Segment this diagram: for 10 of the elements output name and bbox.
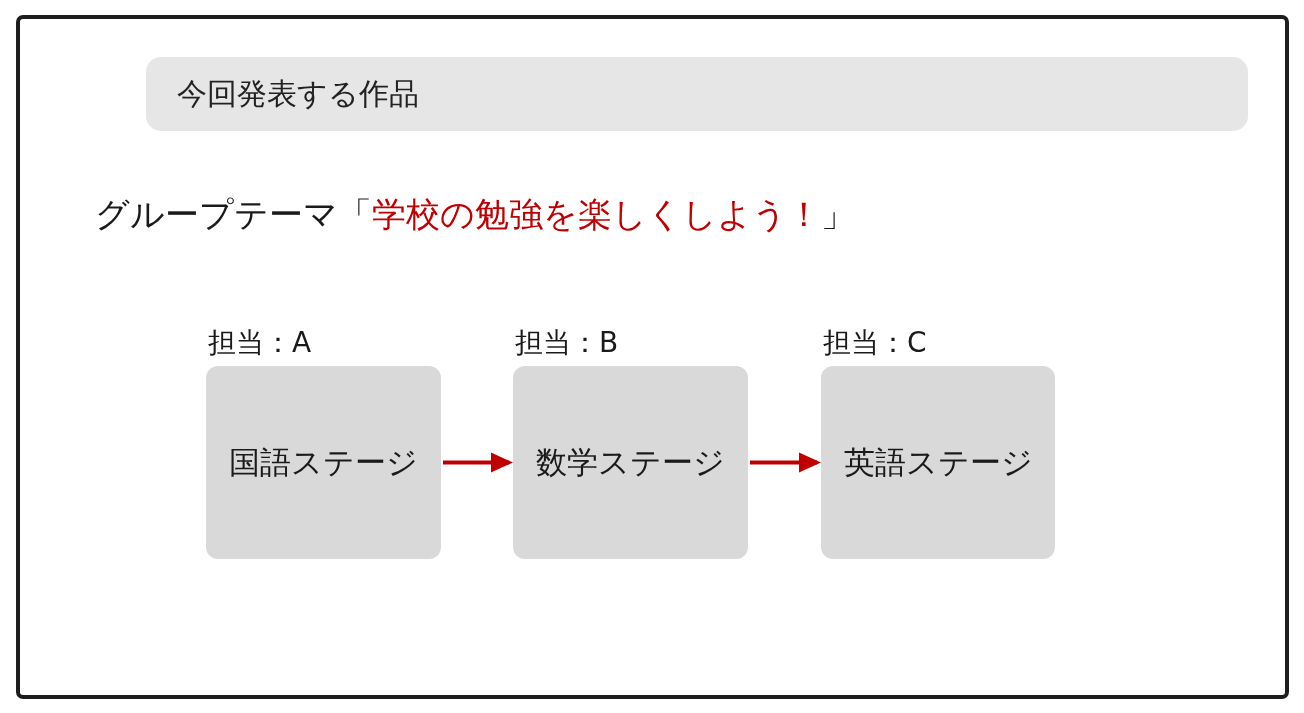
arrow: [443, 452, 513, 473]
theme-text: グループテーマ「学校の勉強を楽しくしよう！」: [95, 197, 855, 231]
arrow: [750, 452, 821, 473]
assignee-label: 担当：A: [208, 329, 312, 357]
stage-box: 数学ステージ: [513, 366, 748, 559]
assignee-label: 担当：B: [515, 329, 619, 357]
heading-bar: 今回発表する作品: [146, 57, 1248, 131]
stage-box: 国語ステージ: [206, 366, 441, 559]
stage-box: 英語ステージ: [821, 366, 1055, 559]
assignee-label: 担当：C: [823, 329, 927, 357]
